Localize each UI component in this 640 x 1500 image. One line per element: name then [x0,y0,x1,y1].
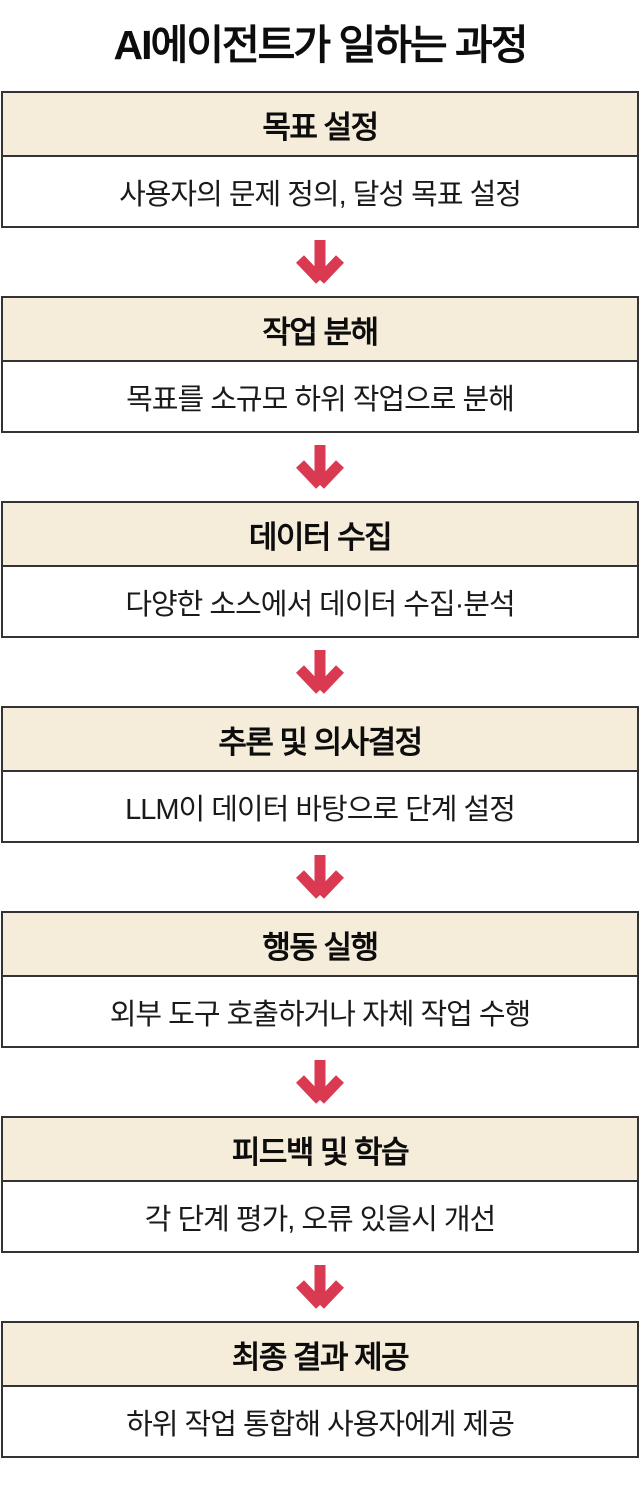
step-description: 각 단계 평가, 오류 있을시 개선 [3,1182,637,1251]
down-arrow-icon [296,1060,344,1104]
arrow-separator [0,638,640,706]
step-description: 하위 작업 통합해 사용자에게 제공 [3,1387,637,1456]
step-description: 다양한 소스에서 데이터 수집·분석 [3,567,637,636]
down-arrow-icon [296,855,344,899]
arrow-separator [0,843,640,911]
step-description: 목표를 소규모 하위 작업으로 분해 [3,362,637,431]
step-description-label: 다양한 소스에서 데이터 수집·분석 [125,588,515,621]
step-title-label: 데이터 수집 [248,519,393,555]
step-title: 피드백 및 학습 [3,1118,637,1182]
step-title-label: 목표 설정 [262,109,379,145]
down-arrow-icon [296,650,344,694]
step-title: 행동 실행 [3,913,637,977]
step-card: 추론 및 의사결정 LLM이 데이터 바탕으로 단계 설정 [1,706,639,843]
step-description: 사용자의 문제 정의, 달성 목표 설정 [3,157,637,226]
flowchart: 목표 설정 사용자의 문제 정의, 달성 목표 설정 작업 분해 목표를 소규모… [0,91,640,1458]
step-card: 작업 분해 목표를 소규모 하위 작업으로 분해 [1,296,639,433]
step-title: 데이터 수집 [3,503,637,567]
step-title-label: 작업 분해 [262,314,379,350]
step-card: 피드백 및 학습 각 단계 평가, 오류 있을시 개선 [1,1116,639,1253]
down-arrow-icon [296,1265,344,1309]
down-arrow-icon [296,445,344,489]
step-description-label: 외부 도구 호출하거나 자체 작업 수행 [109,998,531,1031]
step-description-label: 목표를 소규모 하위 작업으로 분해 [126,383,515,416]
step-title-label: 추론 및 의사결정 [218,724,423,760]
arrow-separator [0,1048,640,1116]
step-description: 외부 도구 호출하거나 자체 작업 수행 [3,977,637,1046]
step-title-label: 최종 결과 제공 [231,1339,410,1375]
down-arrow-icon [296,240,344,284]
step-title: 작업 분해 [3,298,637,362]
arrow-separator [0,228,640,296]
step-description-label: LLM이 데이터 바탕으로 단계 설정 [125,793,516,826]
step-title: 목표 설정 [3,93,637,157]
step-card: 행동 실행 외부 도구 호출하거나 자체 작업 수행 [1,911,639,1048]
step-title: 최종 결과 제공 [3,1323,637,1387]
step-card: 목표 설정 사용자의 문제 정의, 달성 목표 설정 [1,91,639,228]
arrow-separator [0,433,640,501]
step-card: 최종 결과 제공 하위 작업 통합해 사용자에게 제공 [1,1321,639,1458]
arrow-separator [0,1253,640,1321]
step-title-label: 피드백 및 학습 [231,1134,410,1170]
step-description-label: 하위 작업 통합해 사용자에게 제공 [126,1408,515,1441]
step-description: LLM이 데이터 바탕으로 단계 설정 [3,772,637,841]
step-card: 데이터 수집 다양한 소스에서 데이터 수집·분석 [1,501,639,638]
step-title: 추론 및 의사결정 [3,708,637,772]
step-description-label: 사용자의 문제 정의, 달성 목표 설정 [119,178,522,211]
step-title-label: 행동 실행 [262,929,379,965]
step-description-label: 각 단계 평가, 오류 있을시 개선 [144,1203,497,1236]
page-title: AI에이전트가 일하는 과정 [113,21,529,68]
